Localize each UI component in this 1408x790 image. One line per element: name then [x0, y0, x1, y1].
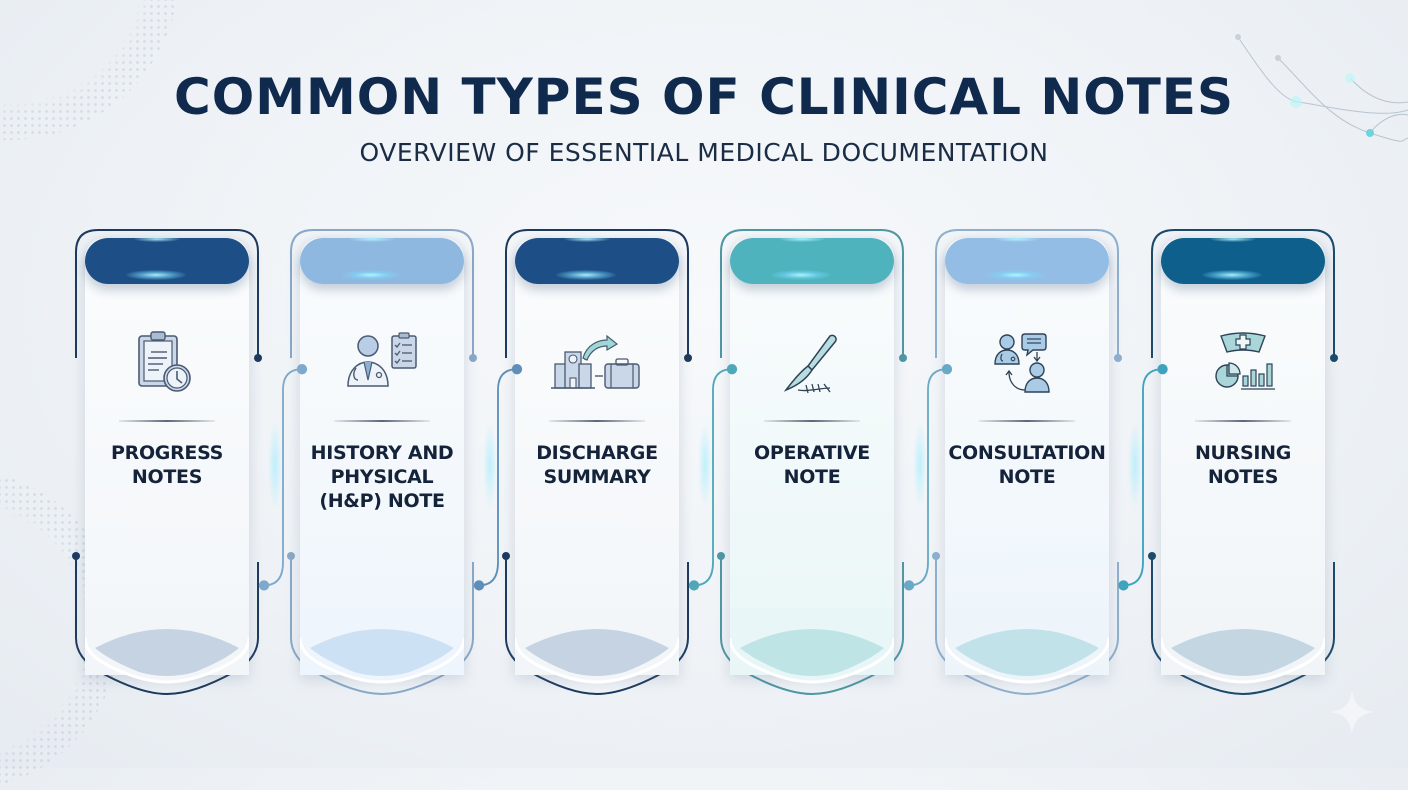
connector-glow: [482, 420, 497, 510]
connector-glow: [1128, 420, 1142, 510]
page-title: COMMON TYPES OF CLINICAL NOTES: [174, 68, 1234, 126]
card-title-line: NURSING: [1194, 442, 1292, 464]
glow-highlight: [134, 236, 180, 242]
card-panel: [1161, 238, 1325, 675]
connector-line: [258, 364, 308, 591]
glow-highlight: [994, 236, 1040, 242]
card-divider: [764, 420, 860, 422]
glow-highlight: [1202, 270, 1262, 280]
connector-line: [688, 364, 738, 591]
connector-line: [903, 364, 953, 591]
card-title-line: NOTES: [1207, 466, 1279, 488]
card-title-line: PHYSICAL: [330, 466, 434, 488]
scalpel-suture-icon: [772, 328, 852, 398]
card-bottom-bowl: [85, 608, 249, 684]
glow-highlight: [349, 236, 395, 242]
card-title-line: NOTE: [783, 466, 841, 488]
card-divider: [119, 420, 215, 422]
connector-line: [1118, 364, 1168, 591]
glow-highlight: [556, 270, 616, 280]
hospital-to-suitcase-icon: [551, 328, 640, 398]
card-bottom-bowl: [1161, 608, 1325, 684]
card-title-line: (H&P) NOTE: [319, 490, 445, 512]
card-bottom-bowl: [515, 608, 679, 684]
glow-highlight: [126, 270, 186, 280]
card-panel: [515, 238, 679, 675]
page-subtitle: OVERVIEW OF ESSENTIAL MEDICAL DOCUMENTAT…: [359, 138, 1049, 167]
doctor-checklist-icon: [342, 328, 422, 398]
card-title-line: DISCHARGE: [536, 442, 658, 464]
card-divider: [979, 420, 1075, 422]
nurse-cap-charts-icon: [1203, 328, 1283, 398]
card-divider: [549, 420, 645, 422]
card-panel: [730, 238, 894, 675]
network-lines-decoration: [1235, 34, 1408, 142]
card-title-line: OPERATIVE: [754, 442, 870, 464]
doctor-patient-consult-icon: [987, 328, 1067, 398]
card-title-line: PROGRESS: [110, 442, 224, 464]
card-divider: [334, 420, 430, 422]
connector-glow: [267, 420, 282, 510]
card-panel: [300, 238, 464, 675]
connector-glow: [697, 420, 712, 510]
glow-highlight: [1210, 236, 1256, 242]
card-title-line: SUMMARY: [543, 466, 651, 488]
glow-highlight: [564, 236, 610, 242]
card-title-line: NOTES: [131, 466, 203, 488]
card-panel: [945, 238, 1109, 675]
card-bottom-bowl: [300, 608, 464, 684]
glow-highlight: [986, 270, 1046, 280]
card-panel: [85, 238, 249, 675]
card-bottom-bowl: [730, 608, 894, 684]
card-title-line: CONSULTATION: [948, 442, 1106, 464]
card-divider: [1195, 420, 1291, 422]
clipboard-clock-icon: [127, 328, 207, 398]
glow-highlight: [341, 270, 401, 280]
glow-highlight: [771, 270, 831, 280]
card-bottom-bowl: [945, 608, 1109, 684]
glow-highlight: [779, 236, 825, 242]
card-title-line: NOTE: [998, 466, 1056, 488]
card-title-line: HISTORY AND: [310, 442, 454, 464]
connector-glow: [912, 420, 927, 510]
sparkle-icon: [1330, 690, 1374, 734]
connector-line: [473, 364, 523, 591]
